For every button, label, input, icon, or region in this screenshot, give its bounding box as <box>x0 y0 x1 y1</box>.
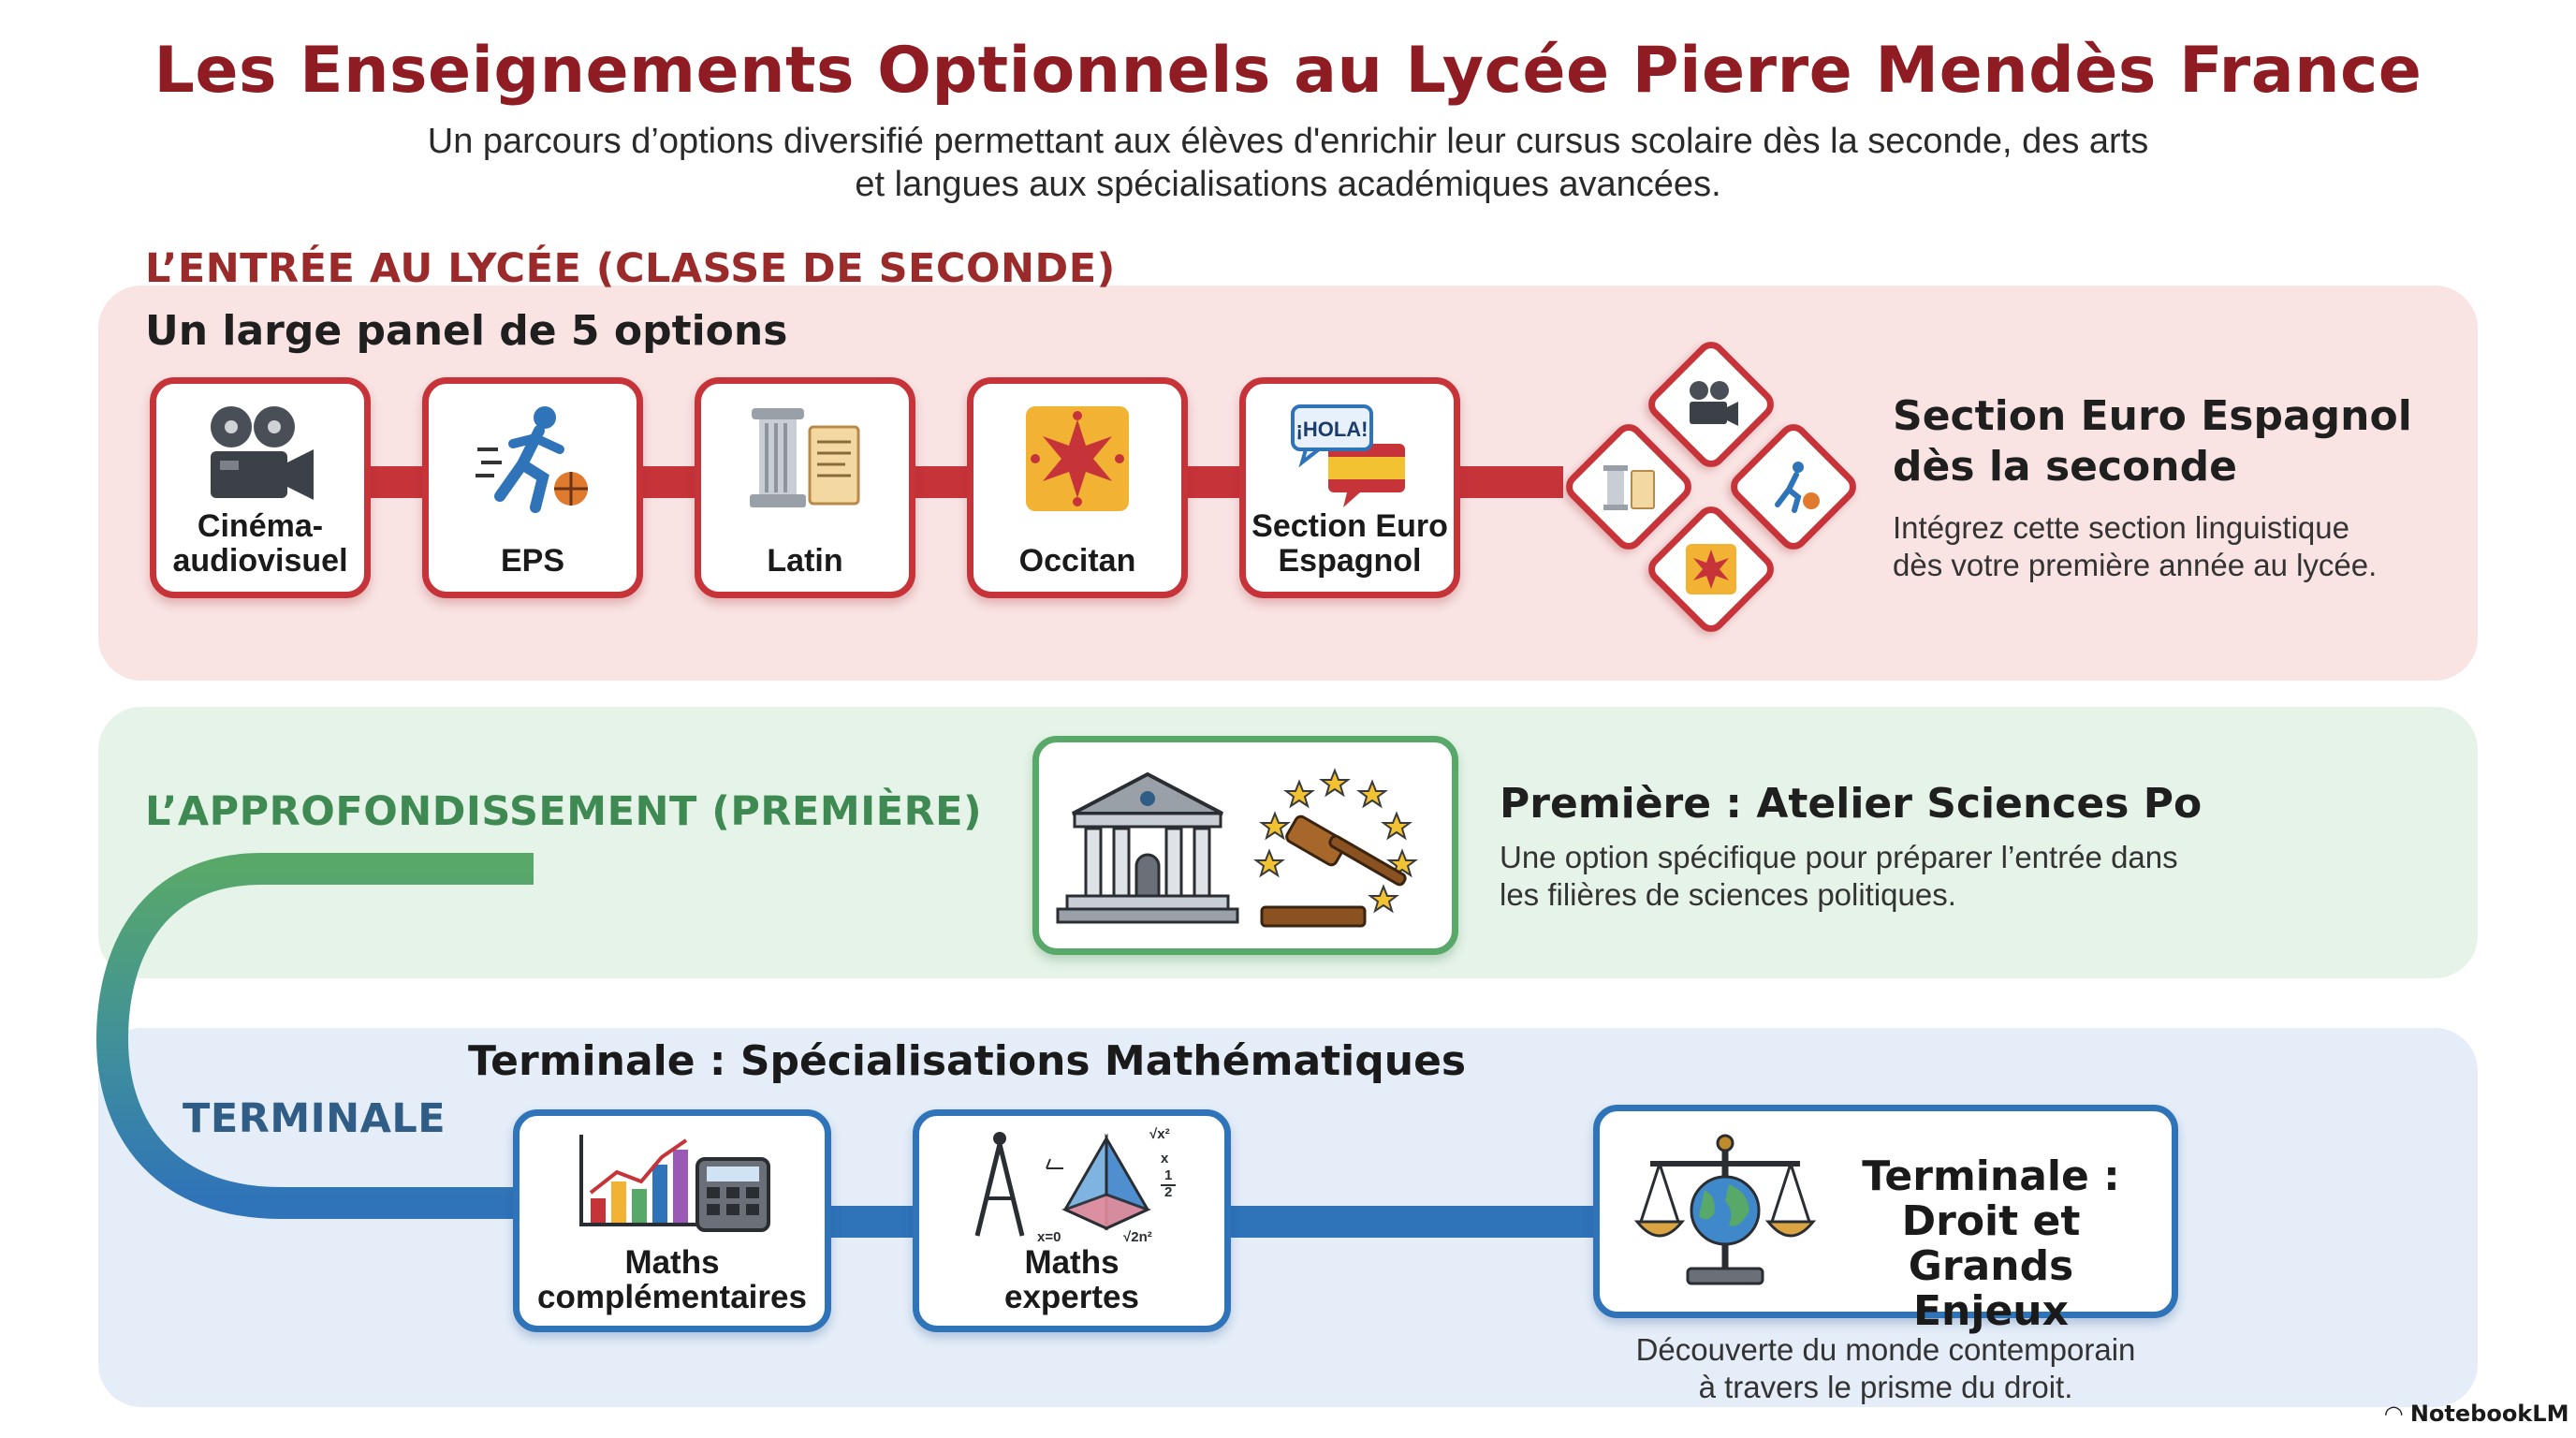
formula-sqrt-2n: √2n² <box>1123 1229 1152 1245</box>
droit-card[interactable]: Terminale : Droit et Grands Enjeux <box>1593 1105 2178 1334</box>
page-subtitle: Un parcours d’options diversifié permett… <box>0 120 2576 206</box>
scales-globe-icon <box>1633 1134 1817 1285</box>
formula-one: 1 <box>1164 1167 1172 1183</box>
page-title: Les Enseignements Optionnels au Lycée Pi… <box>154 34 2422 108</box>
runner-icon <box>1775 462 1820 513</box>
option-occitan-label: Occitan <box>1018 543 1136 579</box>
courthouse-gavel-icon <box>1056 768 1418 928</box>
hola-text: ¡HOLA! <box>1296 418 1368 441</box>
subtitle-line-1: Un parcours d’options diversifié permett… <box>427 122 2149 161</box>
compass-pyramid-icon: x=0 √2n² x 1 2 √x² <box>974 1126 1176 1245</box>
diamond-cinema <box>1642 335 1780 474</box>
option-latin-label: Latin <box>767 543 843 579</box>
sciences-po-info: Première : Atelier Sciences Po Une optio… <box>1500 779 2202 914</box>
option-cinema-label: Cinéma-audiovisuel <box>172 508 348 579</box>
occitan-cross-icon <box>1026 406 1129 511</box>
diamond-occitan <box>1642 500 1780 638</box>
terminale-heading: TERMINALE <box>183 1095 446 1142</box>
option-cinema[interactable]: Cinéma-audiovisuel <box>150 377 371 598</box>
diamond-eps <box>1724 418 1863 556</box>
seconde-panel-title: Un large panel de 5 options <box>145 307 788 355</box>
option-occitan[interactable]: Occitan <box>967 377 1188 598</box>
formula-sqrt-x: √x² <box>1149 1126 1170 1142</box>
option-eps[interactable]: EPS <box>422 377 643 598</box>
option-latin[interactable]: Latin <box>695 377 915 598</box>
notebooklm-icon: ◠ <box>2385 1401 2403 1427</box>
path-connector <box>95 853 534 1219</box>
maths-specialisations-title: Terminale : Spécialisations Mathématique… <box>468 1037 1467 1085</box>
premiere-heading: L’APPROFONDISSEMENT (PREMIÈRE) <box>145 788 983 835</box>
chart-calculator-icon <box>579 1135 770 1232</box>
column-scroll-icon <box>750 408 860 507</box>
formula-x-zero: x=0 <box>1037 1229 1061 1245</box>
droit-label: Terminale : Droit et Grands Enjeux <box>1862 1152 2120 1335</box>
formula-two: 2 <box>1164 1184 1172 1200</box>
film-camera-icon <box>211 406 314 500</box>
seconde-heading: L’ENTRÉE AU LYCÉE (CLASSE DE SECONDE) <box>145 245 1116 292</box>
sciences-po-title: Première : Atelier Sciences Po <box>1500 780 2203 828</box>
film-camera-icon <box>1690 381 1738 426</box>
column-scroll-icon <box>1603 465 1655 510</box>
notebooklm-brand: ◠ NotebookLM <box>2385 1401 2569 1427</box>
occitan-cross-icon <box>1686 544 1736 594</box>
subtitle-line-2: et langues aux spécialisations académiqu… <box>855 165 1721 204</box>
spanish-speech-icon: ¡HOLA! <box>1291 404 1405 507</box>
formula-x: x <box>1161 1151 1169 1167</box>
runner-icon <box>476 406 588 513</box>
option-eps-label: EPS <box>500 543 565 579</box>
diamond-latin <box>1559 418 1698 556</box>
sciences-po-description: Une option spécifique pour préparer l’en… <box>1500 840 2178 912</box>
sciences-po-card[interactable] <box>1032 736 1458 955</box>
